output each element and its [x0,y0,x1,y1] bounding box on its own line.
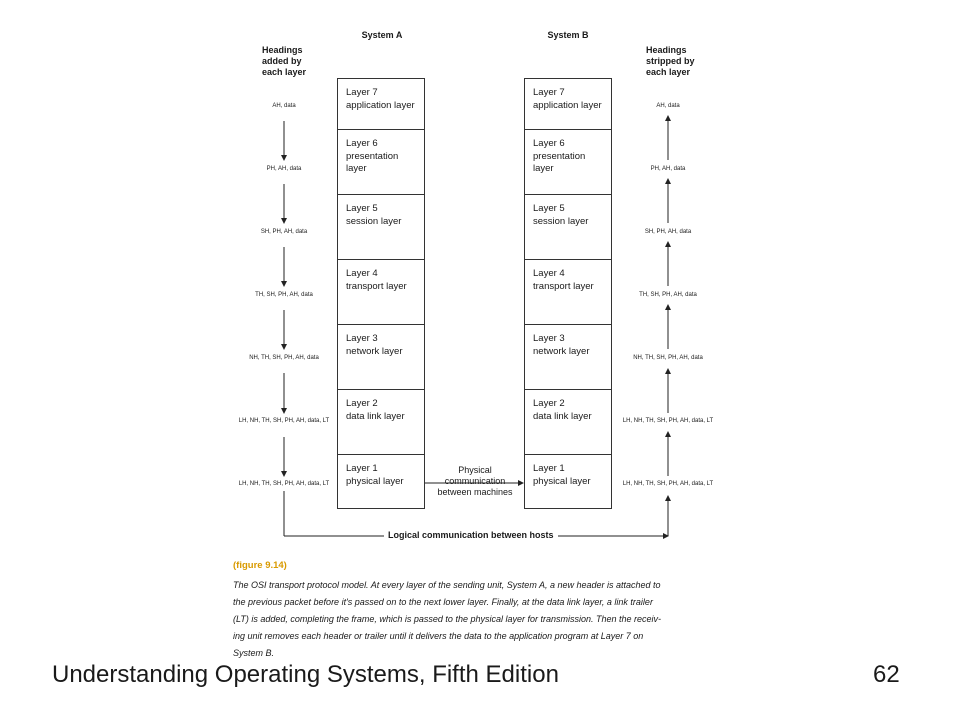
physical-communication-label: Physical communication between machines [437,465,513,497]
system-b-layer-4: Layer 4 transport layer [524,260,612,325]
system-a-layer-6: Layer 6 presentation layer [337,130,425,195]
system-b-layer-7: Layer 7 application layer [524,78,612,130]
left-header-3: NH, TH, SH, PH, AH, data [249,355,319,361]
left-header-2: LH, NH, TH, SH, PH, AH, data, LT [238,418,330,424]
right-header-5: SH, PH, AH, data [644,229,692,235]
right-header-3: NH, TH, SH, PH, AH, data [633,355,703,361]
system-b-layer-6: Layer 6 presentation layer [524,130,612,195]
system-a-layer-7: Layer 7 application layer [337,78,425,130]
right-header-1: LH, NH, TH, SH, PH, AH, data, LT [622,481,714,487]
system-a-stack: Layer 7 application layer Layer 6 presen… [337,78,425,509]
figure-label: (figure 9.14) [233,560,287,571]
left-header-4: TH, SH, PH, AH, data [255,292,313,298]
slide-footer-title: Understanding Operating Systems, Fifth E… [52,661,559,688]
right-header-6: PH, AH, data [650,166,686,172]
system-a-title: System A [361,30,403,40]
system-b-layer-2: Layer 2 data link layer [524,390,612,455]
system-b-layer-3: Layer 3 network layer [524,325,612,390]
system-a-layer-1: Layer 1 physical layer [337,455,425,509]
left-heading: Headings added by each layer [262,45,307,77]
system-a-layer-2: Layer 2 data link layer [337,390,425,455]
system-a-layer-4: Layer 4 transport layer [337,260,425,325]
system-b-layer-1: Layer 1 physical layer [524,455,612,509]
system-b-title: System B [547,30,589,40]
left-header-5: SH, PH, AH, data [260,229,308,235]
system-b-layer-5: Layer 5 session layer [524,195,612,260]
system-a-layer-5: Layer 5 session layer [337,195,425,260]
right-header-4: TH, SH, PH, AH, data [639,292,697,298]
slide-page-number: 62 [873,661,900,688]
system-b-stack: Layer 7 application layer Layer 6 presen… [524,78,612,509]
right-heading: Headings stripped by each layer [646,45,695,77]
figure-caption: The OSI transport protocol model. At eve… [233,580,662,658]
left-header-7: AH, data [272,103,296,109]
left-header-6: PH, AH, data [266,166,302,172]
system-a-layer-3: Layer 3 network layer [337,325,425,390]
right-header-2: LH, NH, TH, SH, PH, AH, data, LT [622,418,714,424]
right-header-7: AH, data [656,103,680,109]
logical-communication-label: Logical communication between hosts [384,530,558,540]
left-header-1: LH, NH, TH, SH, PH, AH, data, LT [238,481,330,487]
